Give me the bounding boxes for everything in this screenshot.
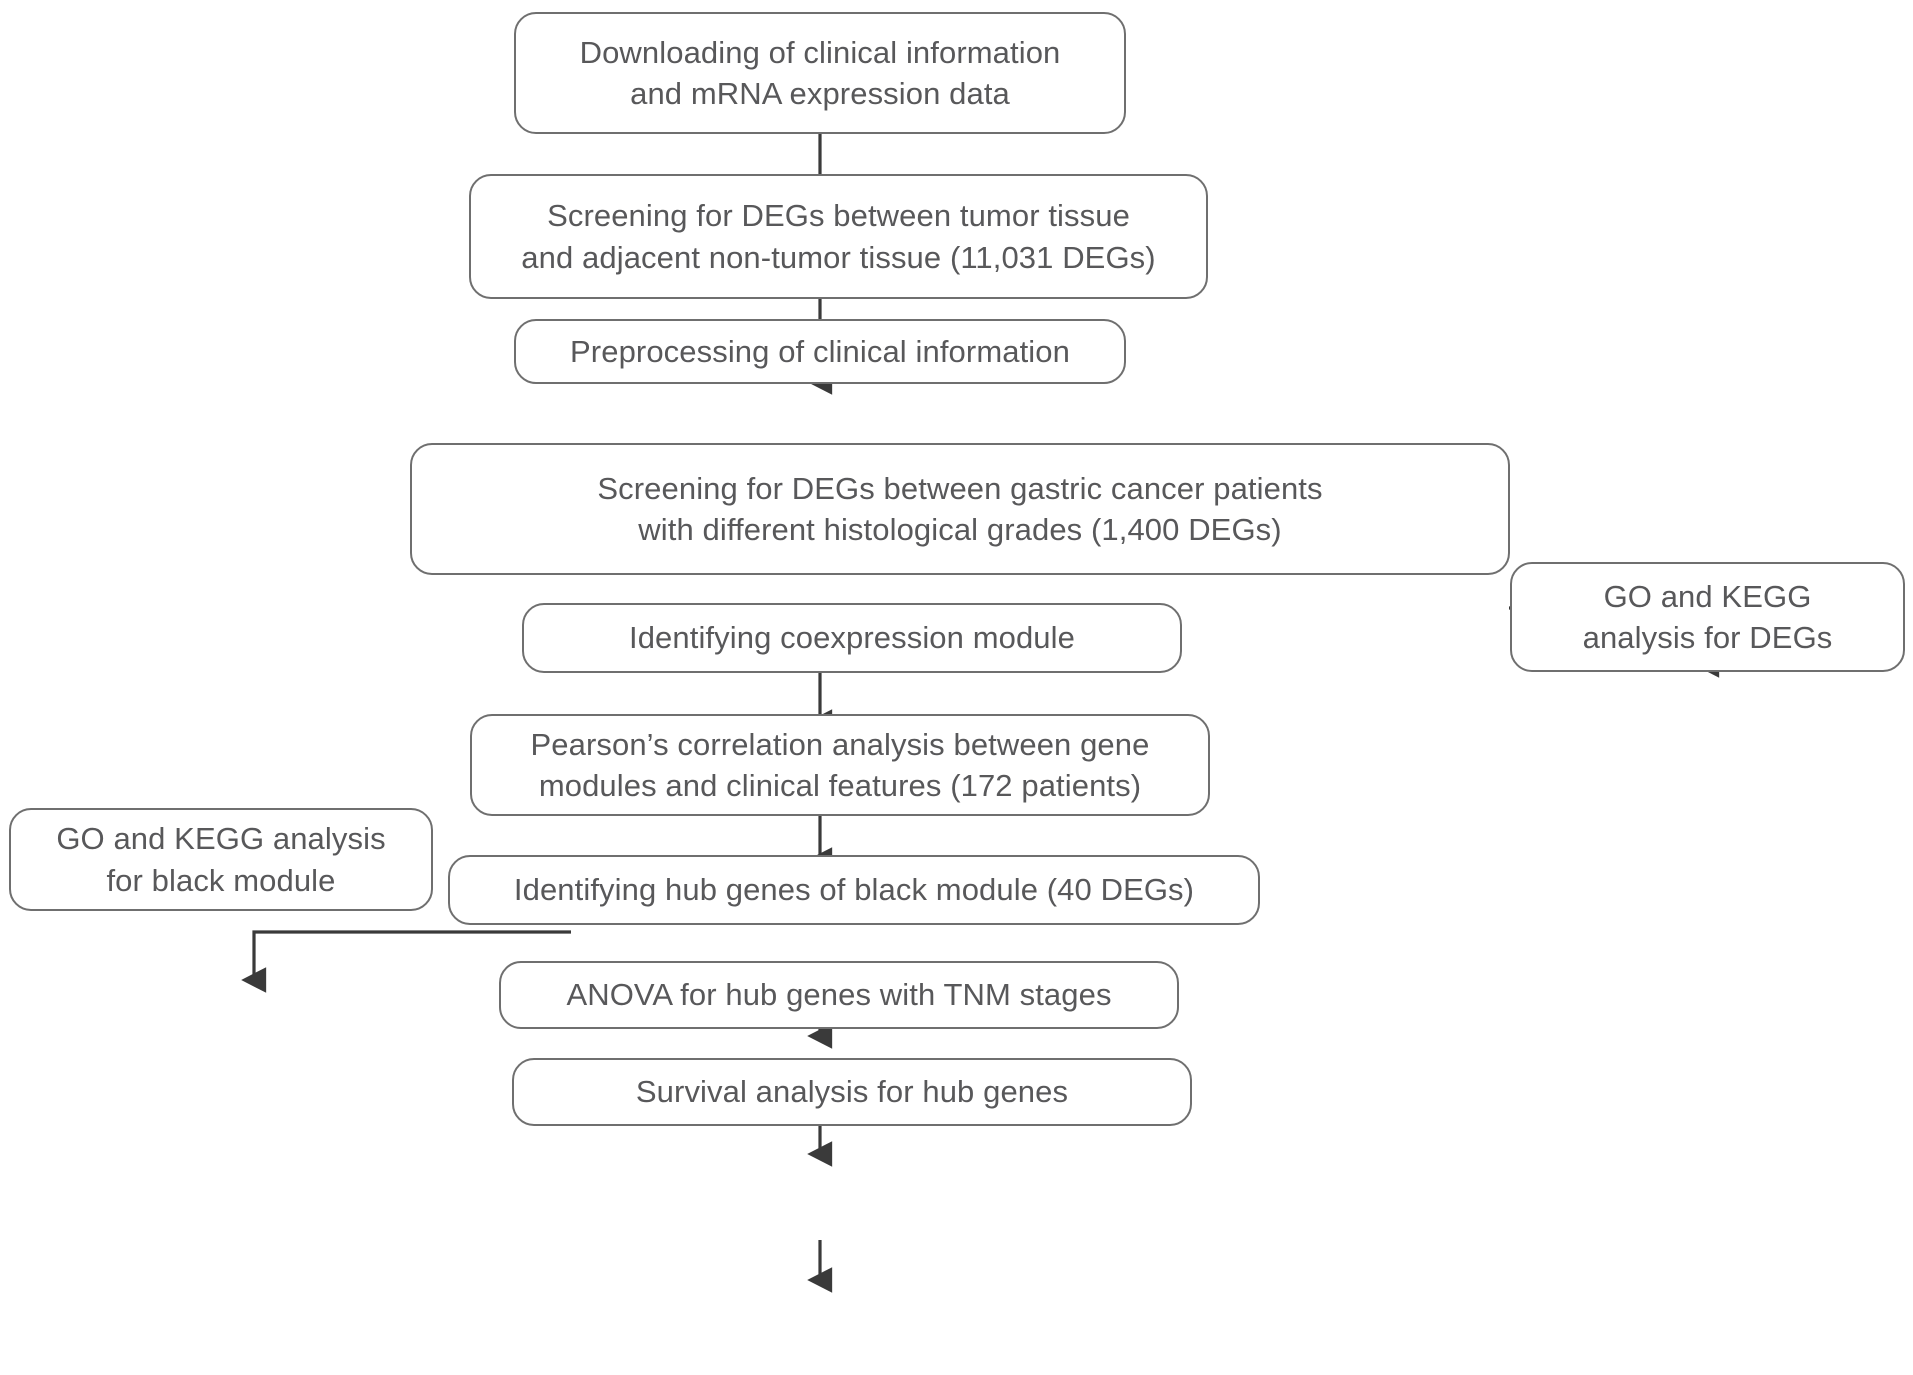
node-anova-hub-genes-tnm[interactable]: ANOVA for hub genes with TNM stages	[499, 961, 1179, 1029]
node-go-kegg-analysis-black-module-label: GO and KEGG analysis for black module	[56, 821, 386, 898]
node-identifying-hub-genes[interactable]: Identifying hub genes of black module (4…	[448, 855, 1260, 925]
node-downloading-data-label: Downloading of clinical information and …	[579, 34, 1061, 111]
node-screening-histological-grades-label: Screening for DEGs between gastric cance…	[597, 470, 1323, 547]
node-screening-histological-grades[interactable]: Screening for DEGs between gastric cance…	[410, 443, 1510, 575]
node-identifying-coexpression-module-label: Identifying coexpression module	[629, 620, 1075, 656]
node-go-kegg-analysis-degs[interactable]: GO and KEGG analysis for DEGs	[1510, 562, 1905, 672]
node-pearson-correlation-analysis-label: Pearson’s correlation analysis between g…	[530, 726, 1150, 803]
node-identifying-hub-genes-label: Identifying hub genes of black module (4…	[513, 872, 1195, 908]
node-identifying-coexpression-module[interactable]: Identifying coexpression module	[522, 603, 1182, 673]
node-go-kegg-analysis-black-module[interactable]: GO and KEGG analysis for black module	[9, 808, 433, 911]
node-anova-hub-genes-tnm-label: ANOVA for hub genes with TNM stages	[566, 977, 1112, 1013]
node-survival-analysis-hub-genes-label: Survival analysis for hub genes	[635, 1074, 1069, 1110]
node-screening-tumor-vs-nontumor[interactable]: Screening for DEGs between tumor tissue …	[469, 174, 1208, 299]
node-go-kegg-analysis-degs-label: GO and KEGG analysis for DEGs	[1582, 578, 1833, 655]
node-preprocessing-clinical-information-label: Preprocessing of clinical information	[570, 333, 1070, 369]
node-screening-tumor-vs-nontumor-label: Screening for DEGs between tumor tissue …	[521, 198, 1156, 275]
node-survival-analysis-hub-genes[interactable]: Survival analysis for hub genes	[512, 1058, 1192, 1126]
node-pearson-correlation-analysis[interactable]: Pearson’s correlation analysis between g…	[470, 714, 1210, 816]
node-preprocessing-clinical-information[interactable]: Preprocessing of clinical information	[514, 319, 1126, 384]
node-downloading-data[interactable]: Downloading of clinical information and …	[514, 12, 1126, 134]
